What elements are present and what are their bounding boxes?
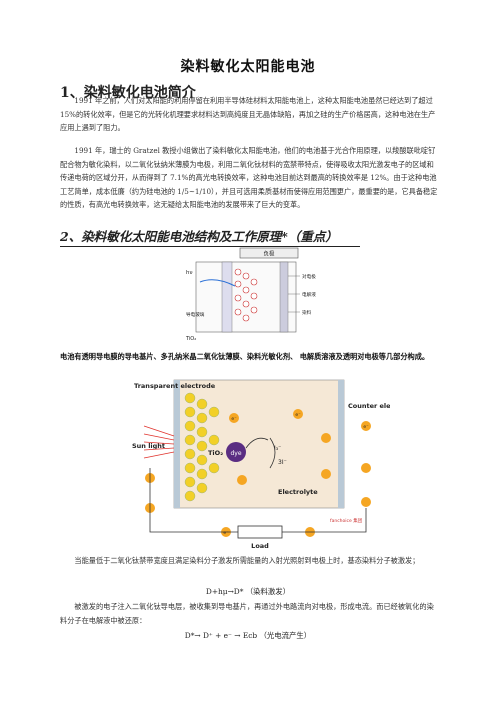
right-label-1: 对电极 <box>302 273 316 280</box>
dye-label: dye <box>230 450 241 457</box>
electron-2-label: e⁻ <box>295 413 301 418</box>
electron-path <box>199 279 236 287</box>
paragraph-3: 当能量低于二氧化钛禁带宽度且满足染料分子激发所需能量的入射光照射到电极上时，基态… <box>74 556 420 565</box>
electrolyte-label: Electrolyte <box>278 488 318 496</box>
external-circuit-left <box>149 468 238 533</box>
counter-label: Counter electrode <box>348 402 390 410</box>
paragraph-4: 被激发的电子注入二氧化钛导电层，被收集到导电基片，再通过外电路流向对电极，形成电… <box>60 602 434 625</box>
sunlight-rays <box>143 425 175 459</box>
load-resistor <box>237 525 283 539</box>
load-label: Load <box>251 542 269 550</box>
transparent-electrode <box>174 380 180 508</box>
glass-label: 导电玻璃 <box>186 311 205 318</box>
equation-1: D+hμ→D* （染料激发） <box>205 587 291 596</box>
page-title: 染料敏化太阳能电池 <box>180 59 316 75</box>
sunlight-label: Sun light <box>132 442 165 450</box>
electron-1-label: e⁻ <box>231 417 237 422</box>
right-label-2: 电解液 <box>302 291 316 298</box>
right-label-3: 染料 <box>302 309 312 316</box>
tio2-label: TiO₂ <box>208 449 223 457</box>
electron-3-label: e⁻ <box>363 425 369 430</box>
counter-electrode-layer <box>279 261 289 333</box>
paragraph-1: 1991 年之前，人们对太阳能的利用停留在利用半导体硅材料太阳能电池上，这种太阳… <box>60 96 436 132</box>
i3-label: I₃⁻ <box>274 445 281 452</box>
section-2-heading: 2、染料敏化太阳能电池结构及工作原理*（重点） <box>60 226 360 247</box>
cell-structure-figure: 负极 hν 导电玻璃 TiO₂ 对电极 电解液 染料 <box>185 247 316 342</box>
transparent-label: Transparent electrode <box>134 382 216 390</box>
section-1-heading: 1、染料敏化电池简介 <box>60 85 196 101</box>
tio2-label: TiO₂ <box>185 336 196 342</box>
paragraph-2: 1991 年，瑞士的 Gratzel 教授小组做出了染料敏化太阳能电池，他们的电… <box>60 146 438 209</box>
dye-molecule <box>226 442 246 462</box>
tio2-particles <box>234 268 258 322</box>
watermark: fanchoice 集团 <box>330 517 363 524</box>
negative-electrode-label: 负极 <box>263 250 275 258</box>
hv-label: hν <box>186 270 193 276</box>
redox-arrow <box>269 437 276 469</box>
equation-2: D*→ D⁺ + e⁻ → Ecb （光电流产生） <box>184 631 312 640</box>
external-circuit-right <box>282 508 367 533</box>
electron-4-label: e⁻ <box>223 531 229 536</box>
structure-description: 电池有透明导电膜的导电基片、多孔纳米晶二氧化钛薄膜、染料光敏化剂、 电解质溶液及… <box>60 352 430 361</box>
counter-electrode <box>338 380 344 508</box>
working-principle-figure: Transparent electrode Counter electrode … <box>130 378 390 550</box>
negative-electrode-bar <box>239 247 299 259</box>
3i-label: 3I⁻ <box>278 459 287 466</box>
glass-layer <box>221 261 233 333</box>
tio2-nanoparticles <box>184 392 220 502</box>
